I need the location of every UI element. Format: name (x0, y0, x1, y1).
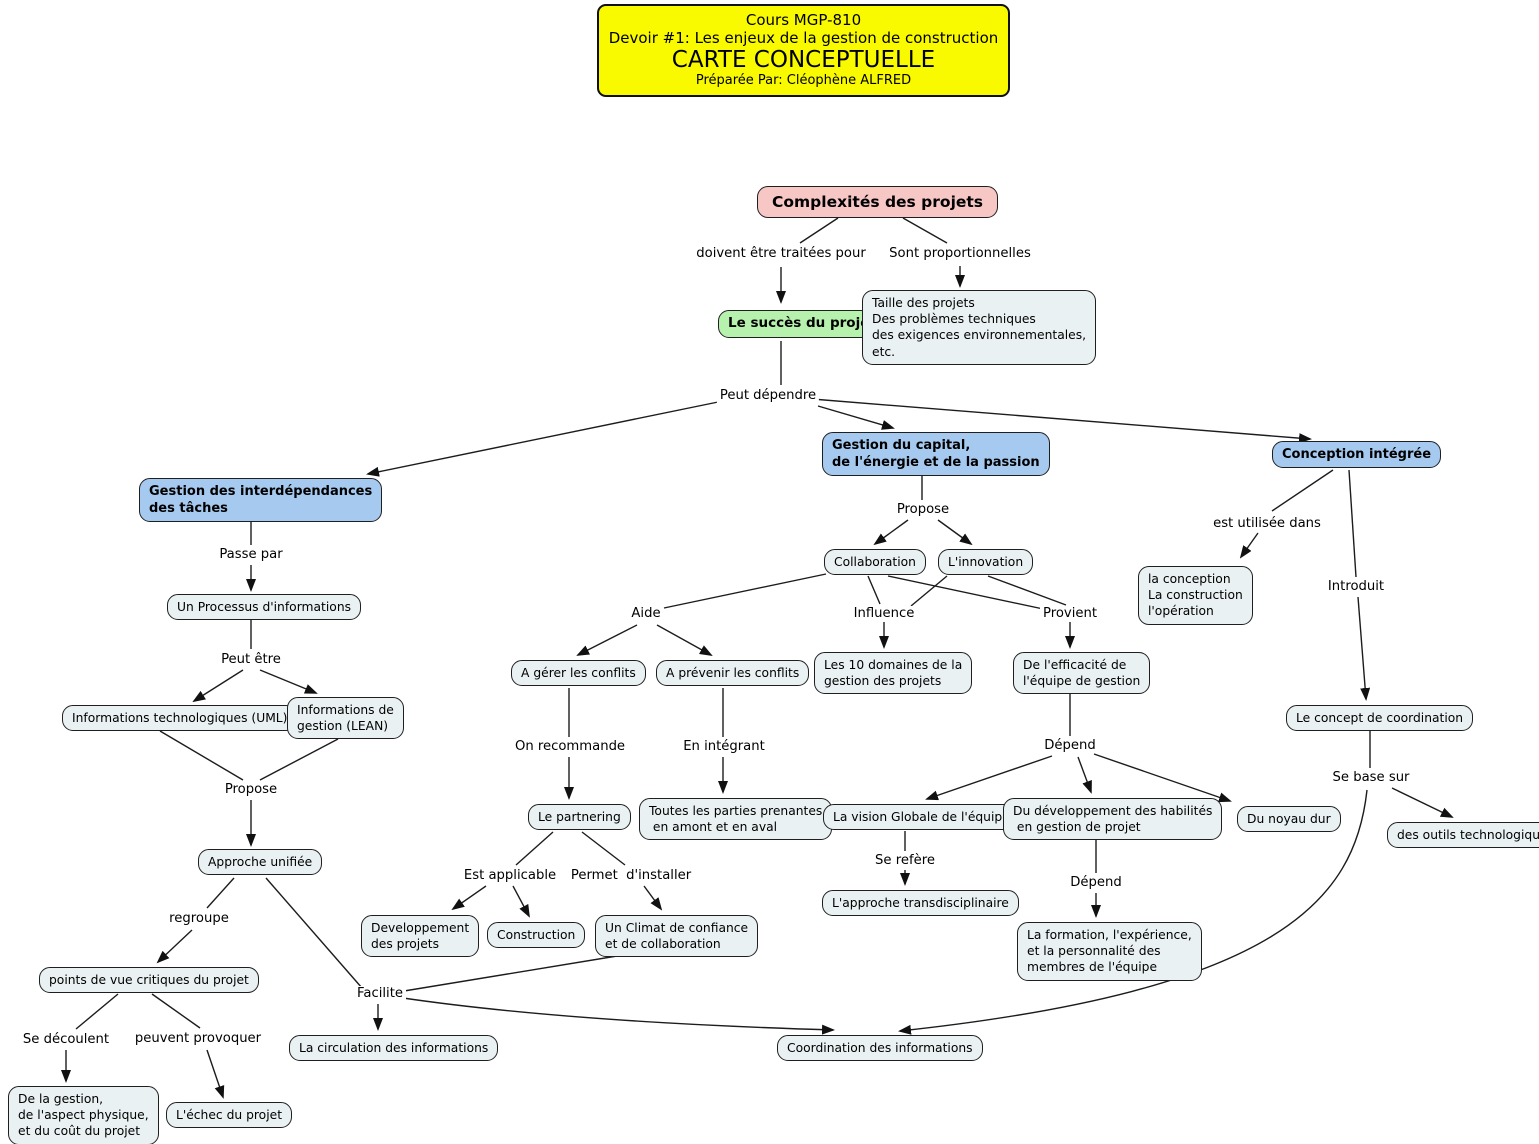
link-label-permet-installer[interactable]: Permet d'installer (567, 868, 695, 883)
link-label-est-utilisee-dans[interactable]: est utilisée dans (1210, 516, 1324, 531)
link-label-facilite[interactable]: Facilite (354, 986, 406, 1001)
node-gestion-interdependances[interactable]: Gestion des interdépendances des tâches (139, 478, 383, 523)
node-formation-experience[interactable]: La formation, l'expérience, et la person… (1017, 922, 1202, 981)
title-card[interactable]: Cours MGP-810 Devoir #1: Les enjeux de l… (597, 4, 1010, 97)
node-outils-technologiques[interactable]: des outils technologiques (1387, 822, 1539, 849)
node-construction[interactable]: Construction (487, 922, 586, 949)
node-innovation[interactable]: L'innovation (938, 549, 1034, 576)
node-conception-integree[interactable]: Conception intégrée (1272, 441, 1442, 469)
node-coordination-informations[interactable]: Coordination des informations (777, 1035, 983, 1062)
node-climat-confiance[interactable]: Un Climat de confiance et de collaborati… (595, 915, 759, 958)
link-label-proportionnelles[interactable]: Sont proportionnelles (886, 246, 1034, 261)
node-dix-domaines[interactable]: Les 10 domaines de la gestion des projet… (814, 652, 973, 695)
link-label-introduit[interactable]: Introduit (1324, 579, 1388, 594)
node-approche-transdisciplinaire[interactable]: L'approche transdisciplinaire (822, 890, 1019, 917)
link-label-en-integrant[interactable]: En intégrant (680, 739, 768, 754)
link-label-provient[interactable]: Provient (1039, 606, 1101, 621)
link-label-depend-1[interactable]: Dépend (1041, 738, 1099, 753)
node-circulation-informations[interactable]: La circulation des informations (289, 1035, 499, 1062)
author-line: Préparée Par: Cléophène ALFRED (695, 73, 912, 88)
node-succes-du-projet[interactable]: Le succès du projet (718, 310, 886, 338)
node-developpement-habilites[interactable]: Du développement des habilités en gestio… (1003, 798, 1223, 841)
node-complexites-des-projets[interactable]: Complexités des projets (757, 186, 999, 219)
link-label-peut-dependre[interactable]: Peut dépendre (716, 388, 820, 403)
link-label-propose-gauche[interactable]: Propose (221, 782, 281, 797)
link-label-aide[interactable]: Aide (628, 606, 664, 621)
link-label-peut-etre[interactable]: Peut être (218, 652, 284, 667)
link-label-est-applicable[interactable]: Est applicable (460, 868, 560, 883)
node-developpement-projets[interactable]: Developpement des projets (361, 915, 480, 958)
node-la-conception[interactable]: la conception La construction l'opératio… (1138, 566, 1253, 625)
link-label-doivent-traitees[interactable]: doivent être traitées pour (693, 246, 869, 261)
node-informations-lean[interactable]: Informations de gestion (LEAN) (287, 697, 404, 740)
link-label-passe-par[interactable]: Passe par (216, 547, 286, 562)
node-points-de-vue[interactable]: points de vue critiques du projet (39, 967, 259, 994)
node-taille-des-projets[interactable]: Taille des projets Des problèmes techniq… (862, 290, 1097, 365)
link-label-regroupe[interactable]: regroupe (166, 911, 232, 926)
node-gestion-capital[interactable]: Gestion du capital, de l'énergie et de l… (822, 432, 1050, 477)
node-de-la-gestion[interactable]: De la gestion, de l'aspect physique, et … (8, 1086, 159, 1144)
link-label-on-recommande[interactable]: On recommande (511, 739, 629, 754)
node-prevenir-conflits[interactable]: A prévenir les conflits (656, 660, 810, 687)
link-label-depend-2[interactable]: Dépend (1067, 875, 1125, 890)
node-processus-informations[interactable]: Un Processus d'informations (167, 594, 362, 621)
node-gerer-conflits[interactable]: A gérer les conflits (511, 660, 646, 687)
node-echec-du-projet[interactable]: L'échec du projet (166, 1102, 293, 1129)
link-label-se-refere[interactable]: Se refère (872, 853, 938, 868)
link-label-influence[interactable]: Influence (850, 606, 918, 621)
link-label-se-decoulent[interactable]: Se découlent (19, 1032, 113, 1047)
link-label-se-base-sur[interactable]: Se base sur (1329, 770, 1413, 785)
node-concept-coordination[interactable]: Le concept de coordination (1286, 705, 1474, 732)
node-efficacite-equipe[interactable]: De l'efficacité de l'équipe de gestion (1013, 652, 1151, 695)
course-code: Cours MGP-810 (745, 11, 862, 29)
node-approche-unifiee[interactable]: Approche unifiée (198, 849, 323, 876)
assignment-title: Devoir #1: Les enjeux de la gestion de c… (608, 29, 999, 47)
node-informations-uml[interactable]: Informations technologiques (UML) (62, 705, 298, 732)
node-toutes-parties-prenantes[interactable]: Toutes les parties prenantes en amont et… (639, 798, 833, 841)
node-vision-globale[interactable]: La vision Globale de l'équipe (823, 804, 1020, 831)
map-title: CARTE CONCEPTUELLE (671, 47, 936, 73)
link-label-propose-centre[interactable]: Propose (893, 502, 953, 517)
node-noyau-dur[interactable]: Du noyau dur (1237, 806, 1341, 833)
node-collaboration[interactable]: Collaboration (824, 549, 926, 576)
node-partnering[interactable]: Le partnering (528, 804, 631, 831)
link-label-peuvent-provoquer[interactable]: peuvent provoquer (131, 1031, 265, 1046)
